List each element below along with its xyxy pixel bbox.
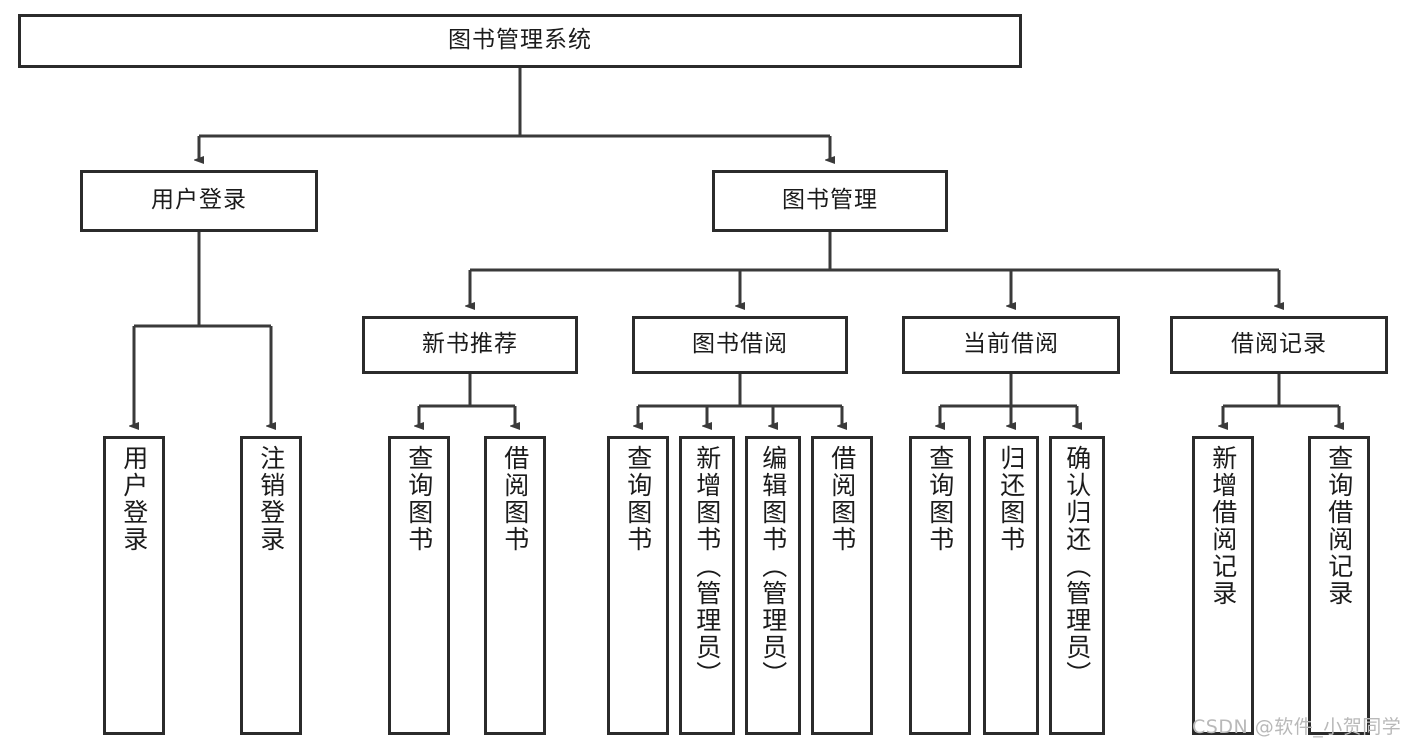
node-leaf-confirm-return[interactable]: 确认归还（管理员） — [1049, 436, 1105, 735]
node-borrow-record[interactable]: 借阅记录 — [1170, 316, 1388, 374]
node-leaf-query-book-1[interactable]: 查询图书 — [388, 436, 450, 735]
node-book-borrow[interactable]: 图书借阅 — [632, 316, 848, 374]
node-leaf-borrow-book-1-label: 借阅图书 — [500, 445, 530, 553]
node-leaf-user-logout[interactable]: 注销登录 — [240, 436, 302, 735]
node-leaf-query-book-3[interactable]: 查询图书 — [909, 436, 971, 735]
node-leaf-return-book-label: 归还图书 — [996, 445, 1026, 553]
node-leaf-edit-book[interactable]: 编辑图书（管理员） — [745, 436, 801, 735]
node-leaf-add-book[interactable]: 新增图书（管理员） — [679, 436, 735, 735]
node-leaf-query-book-3-label: 查询图书 — [925, 445, 955, 553]
node-leaf-query-record[interactable]: 查询借阅记录 — [1308, 436, 1370, 735]
node-current-borrow-label: 当前借阅 — [963, 331, 1059, 358]
node-leaf-confirm-return-label: 确认归还（管理员） — [1062, 445, 1092, 688]
node-root[interactable]: 图书管理系统 — [18, 14, 1022, 68]
node-book-manage[interactable]: 图书管理 — [712, 170, 948, 232]
node-book-manage-label: 图书管理 — [782, 187, 878, 214]
node-leaf-add-record[interactable]: 新增借阅记录 — [1192, 436, 1254, 735]
node-leaf-query-book-1-label: 查询图书 — [404, 445, 434, 553]
node-leaf-user-logout-label: 注销登录 — [256, 445, 286, 553]
node-leaf-query-record-label: 查询借阅记录 — [1324, 445, 1354, 607]
node-leaf-add-book-label: 新增图书（管理员） — [692, 445, 722, 688]
node-new-book-recommend-label: 新书推荐 — [422, 331, 518, 358]
node-current-borrow[interactable]: 当前借阅 — [902, 316, 1120, 374]
node-leaf-borrow-book-2-label: 借阅图书 — [827, 445, 857, 553]
node-leaf-user-login[interactable]: 用户登录 — [103, 436, 165, 735]
node-leaf-query-book-2[interactable]: 查询图书 — [607, 436, 669, 735]
node-new-book-recommend[interactable]: 新书推荐 — [362, 316, 578, 374]
node-leaf-user-login-label: 用户登录 — [119, 445, 149, 553]
node-user-login[interactable]: 用户登录 — [80, 170, 318, 232]
node-book-borrow-label: 图书借阅 — [692, 331, 788, 358]
node-leaf-query-book-2-label: 查询图书 — [623, 445, 653, 553]
node-user-login-label: 用户登录 — [151, 187, 247, 214]
node-leaf-edit-book-label: 编辑图书（管理员） — [758, 445, 788, 688]
node-root-label: 图书管理系统 — [448, 27, 592, 54]
node-leaf-borrow-book-1[interactable]: 借阅图书 — [484, 436, 546, 735]
node-leaf-add-record-label: 新增借阅记录 — [1208, 445, 1238, 607]
node-leaf-borrow-book-2[interactable]: 借阅图书 — [811, 436, 873, 735]
watermark-text: CSDN @软件_小贺同学 — [1192, 716, 1402, 738]
node-borrow-record-label: 借阅记录 — [1231, 331, 1327, 358]
node-leaf-return-book[interactable]: 归还图书 — [983, 436, 1039, 735]
